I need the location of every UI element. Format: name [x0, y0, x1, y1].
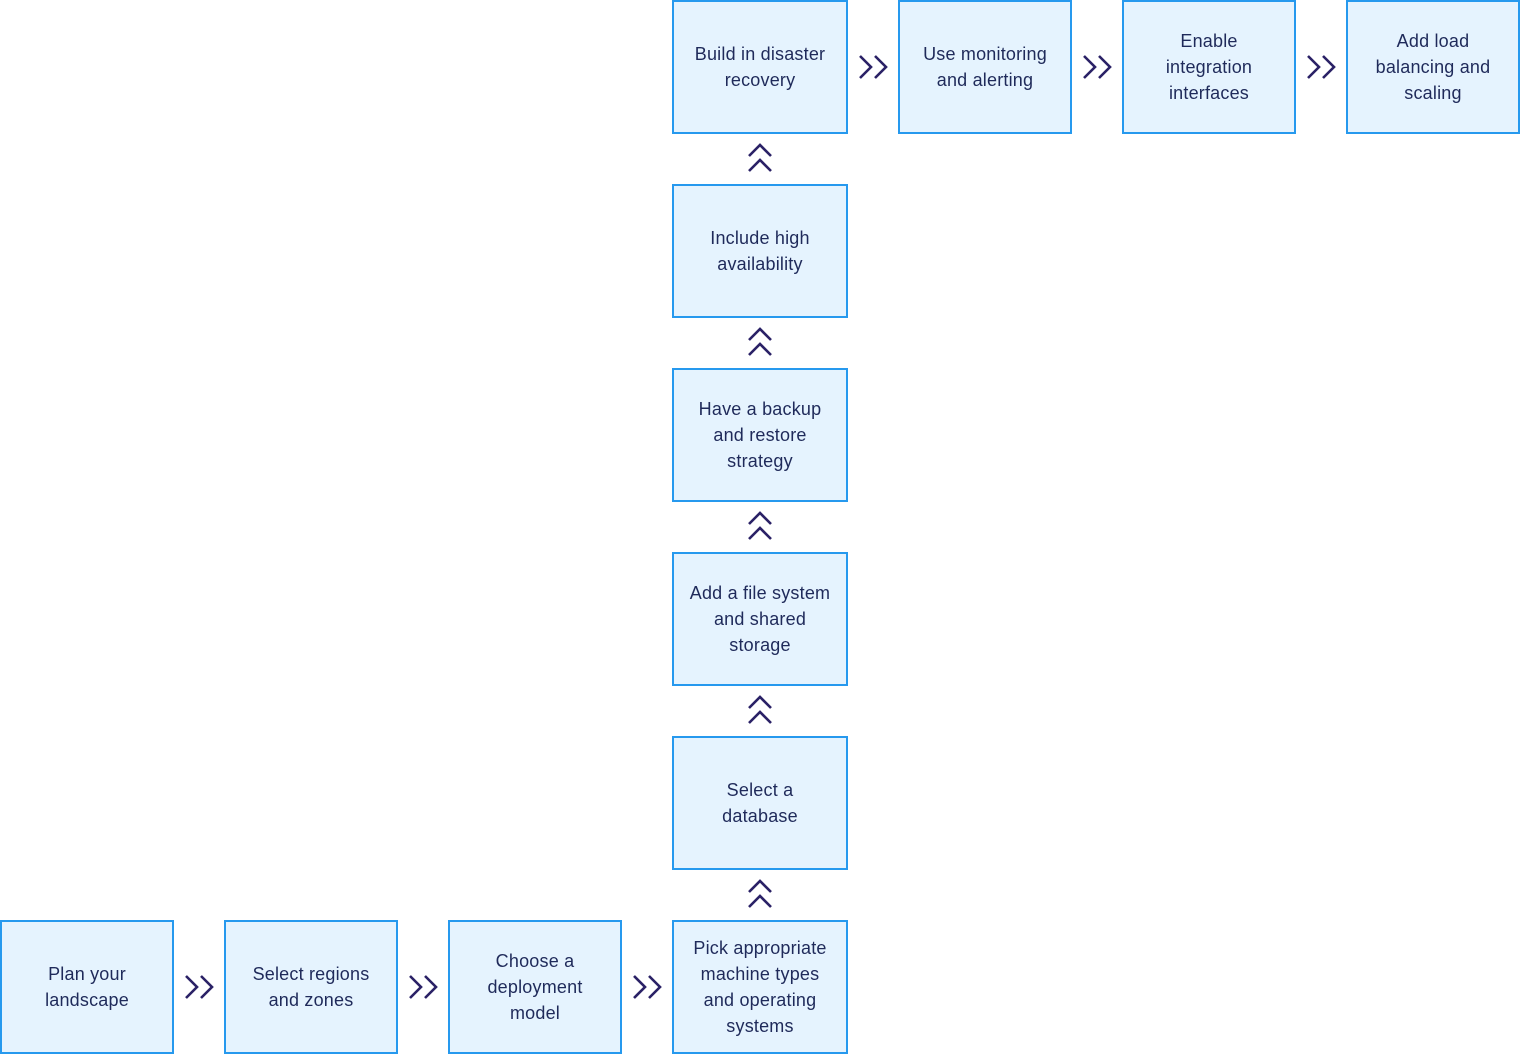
- step-integration-interfaces: Enable integration interfaces: [1122, 0, 1296, 134]
- double-chevron-right-icon: [633, 975, 662, 999]
- double-chevron-up-icon: [748, 327, 772, 356]
- step-label: Choose a deployment model: [487, 951, 583, 1023]
- double-chevron-up-icon: [748, 511, 772, 540]
- step-disaster-recovery: Build in disaster recovery: [672, 0, 848, 134]
- step-label: Enable integration interfaces: [1165, 31, 1253, 103]
- double-chevron-right-icon: [185, 975, 214, 999]
- step-label: Add a file system and shared storage: [689, 583, 831, 655]
- step-backup-restore: Have a backup and restore strategy: [672, 368, 848, 502]
- step-label: Build in disaster recovery: [694, 44, 826, 90]
- double-chevron-up-icon: [748, 695, 772, 724]
- double-chevron-right-icon: [1083, 55, 1112, 79]
- step-label: Select regions and zones: [252, 964, 370, 1010]
- double-chevron-right-icon: [409, 975, 438, 999]
- step-plan-landscape: Plan your landscape: [0, 920, 174, 1054]
- step-deployment-model: Choose a deployment model: [448, 920, 622, 1054]
- step-label: Include high availability: [710, 228, 810, 274]
- step-select-regions: Select regions and zones: [224, 920, 398, 1054]
- double-chevron-up-icon: [748, 143, 772, 172]
- step-label: Have a backup and restore strategy: [698, 399, 822, 471]
- step-label: Plan your landscape: [45, 964, 129, 1010]
- step-select-database: Select a database: [672, 736, 848, 870]
- step-machine-types: Pick appropriate machine types and opera…: [672, 920, 848, 1054]
- step-monitoring-alerting: Use monitoring and alerting: [898, 0, 1072, 134]
- step-label: Pick appropriate machine types and opera…: [693, 938, 827, 1036]
- double-chevron-up-icon: [748, 879, 772, 908]
- step-load-balancing: Add load balancing and scaling: [1346, 0, 1520, 134]
- step-file-system-storage: Add a file system and shared storage: [672, 552, 848, 686]
- step-label: Use monitoring and alerting: [923, 44, 1047, 90]
- double-chevron-right-icon: [1307, 55, 1336, 79]
- step-label: Select a database: [722, 780, 798, 826]
- double-chevron-right-icon: [859, 55, 888, 79]
- step-high-availability: Include high availability: [672, 184, 848, 318]
- step-label: Add load balancing and scaling: [1375, 31, 1491, 103]
